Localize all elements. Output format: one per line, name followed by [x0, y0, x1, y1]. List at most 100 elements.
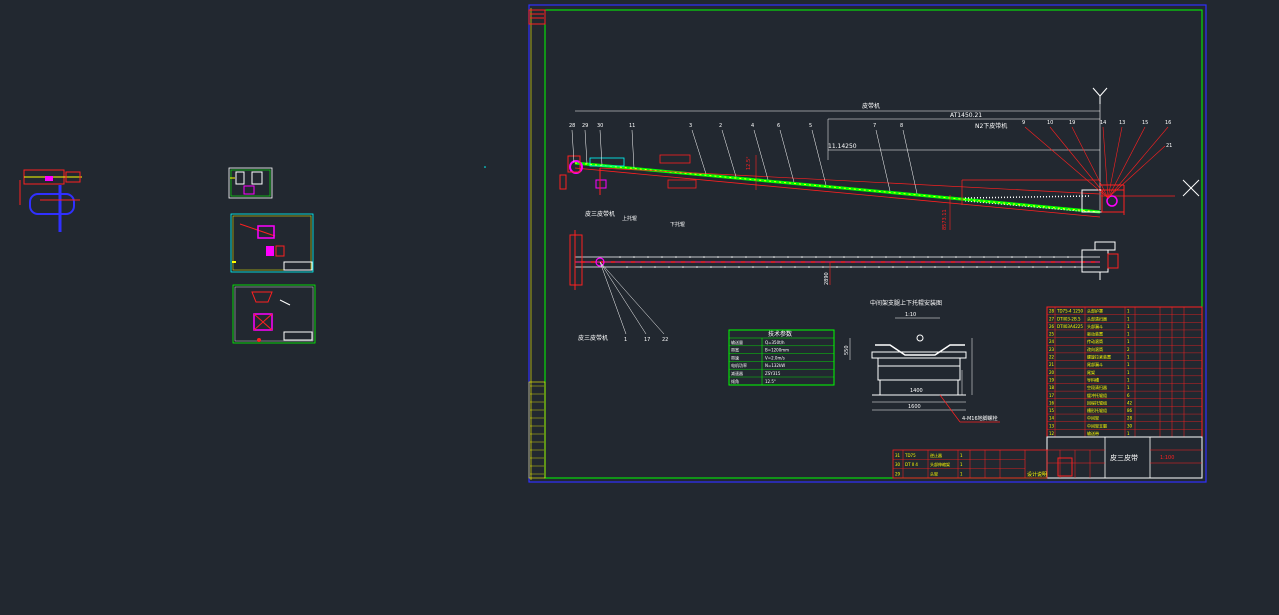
secondary-cell: 1	[960, 453, 963, 458]
callout-number: 15	[1142, 120, 1148, 126]
parts-cell: 1	[1127, 332, 1130, 337]
callout-number: 7	[873, 123, 876, 129]
label-head-conveyor: 皮三皮带机	[585, 210, 615, 218]
specs-cell: 倾角	[731, 378, 739, 384]
callout-number: 2	[719, 123, 722, 129]
parts-cell: TD75-4 1250	[1056, 309, 1084, 314]
specs-title: 技术参数	[768, 330, 792, 338]
thumbnail-sheet-1[interactable]	[228, 167, 273, 199]
section-dim-inner: 1400	[910, 388, 923, 394]
specs-cell: 输送量	[731, 339, 743, 345]
parts-cell: 24	[1049, 339, 1055, 344]
parts-cell: 空段清扫器	[1087, 384, 1107, 390]
callout-number: 13	[1119, 120, 1125, 126]
parts-cell: 28	[1127, 416, 1133, 421]
parts-cell: 18	[1049, 385, 1055, 390]
stray-point	[484, 166, 486, 168]
secondary-cell: DT II 4	[905, 462, 918, 467]
specs-cell: ZSY315	[765, 371, 781, 376]
secondary-cell: 1	[960, 471, 963, 476]
secondary-cell: 逆止器	[930, 452, 942, 458]
specs-cell: 电机功率	[731, 362, 747, 368]
section-scale: 1:10	[905, 312, 916, 318]
axis-x-marker	[1182, 179, 1200, 197]
callout-number: 4	[751, 123, 754, 129]
parts-cell: 1	[1127, 339, 1130, 344]
main-drawing-sheet[interactable]: 皮带机 AT1450.21 11.14250 N2下皮带机	[528, 4, 1207, 483]
parts-cell: DTII03-2B.5	[1057, 316, 1081, 321]
parts-cell: 42	[1127, 400, 1133, 405]
sheet-outer-border	[528, 4, 1207, 483]
parts-cell: 86	[1127, 408, 1133, 413]
secondary-cell: 29	[895, 471, 901, 476]
label-upper-idler: 上托辊	[622, 215, 637, 222]
conveyor-elevation[interactable]: 12.5° 8573.11	[559, 154, 1175, 230]
head-pulley[interactable]	[569, 160, 583, 174]
parts-cell: 30	[1127, 423, 1133, 428]
title-block[interactable]: 皮三皮带 1:100	[1046, 436, 1203, 479]
parts-cell: 26	[1049, 324, 1055, 329]
dim-vertical: 2890	[824, 272, 830, 285]
callout-number: 14	[1100, 120, 1106, 126]
drawing-name: 皮三皮带	[1110, 453, 1138, 462]
dim-elevation: 8573.11	[942, 209, 948, 230]
leader-lines-bottom: 1 17 22	[599, 261, 668, 343]
parts-cell: 头部清扫器	[1087, 315, 1107, 321]
callout-number: 9	[1022, 120, 1025, 126]
parts-cell: 6	[1127, 393, 1130, 398]
label-length: AT1450.21	[950, 112, 982, 119]
dim-slope: 12.5°	[746, 156, 752, 170]
thumbnail-sheet-3[interactable]	[232, 284, 316, 344]
parts-cell: 1	[1127, 362, 1130, 367]
specs-cell: Q=350t/h	[765, 340, 785, 345]
secondary-cell: 30	[895, 462, 901, 467]
specs-cell: B=1200mm	[765, 348, 789, 353]
callout-number: 19	[1069, 120, 1075, 126]
secondary-cell: 头部伸缩架	[930, 461, 950, 467]
parts-cell: 1	[1127, 377, 1130, 382]
specs-cell: 减速器	[731, 370, 743, 376]
parts-cell: 17	[1049, 393, 1055, 398]
callout-number: 1	[624, 337, 627, 343]
specs-cell: 12.5°	[765, 379, 776, 384]
parts-cell: 13	[1049, 423, 1055, 428]
callout-number: 30	[597, 123, 603, 129]
label-lower-idler: 下托辊	[670, 221, 685, 228]
thumbnail-sheet-2[interactable]	[230, 213, 314, 273]
callout-number: 22	[662, 337, 668, 343]
callout-number: 6	[777, 123, 780, 129]
specs-cell: 带速	[731, 354, 739, 360]
parts-cell: 缓冲托辊组	[1087, 392, 1107, 398]
parts-cell: 回程托辊组	[1087, 399, 1107, 405]
callout-number: 28	[569, 123, 575, 129]
callout-number: 10	[1047, 120, 1053, 126]
section-note: 4-M16地脚螺栓	[962, 415, 998, 422]
detail-drawing-left[interactable]	[19, 169, 82, 232]
belt-line	[574, 161, 1101, 214]
specs-cell: N=132kW	[765, 363, 785, 368]
parts-cell: 导料槽	[1087, 376, 1099, 382]
parts-cell: 1	[1127, 370, 1130, 375]
section-dim-width: 1600	[908, 404, 921, 410]
parts-cell: 20	[1049, 370, 1055, 375]
secondary-table-label: 设计说明	[1027, 471, 1047, 478]
secondary-cell: 31	[895, 453, 901, 458]
cross-section-view[interactable]: 中间架支腿上下托辊安装图 1:10 1400 1600 550 4-M16地脚螺…	[844, 299, 1000, 423]
parts-cell: 1	[1127, 316, 1130, 321]
parts-cell: 2	[1127, 347, 1130, 352]
parts-cell: 尾架	[1087, 369, 1095, 375]
callout-number: 8	[900, 123, 903, 129]
specs-cell: 带宽	[731, 347, 739, 353]
callout-number: 16	[1165, 120, 1171, 126]
callout-number: 17	[644, 337, 650, 343]
parts-cell: 中间架支腿	[1087, 422, 1107, 428]
parts-cell: 15	[1049, 408, 1055, 413]
conveyor-plan-view[interactable]: 2890	[569, 230, 1119, 290]
